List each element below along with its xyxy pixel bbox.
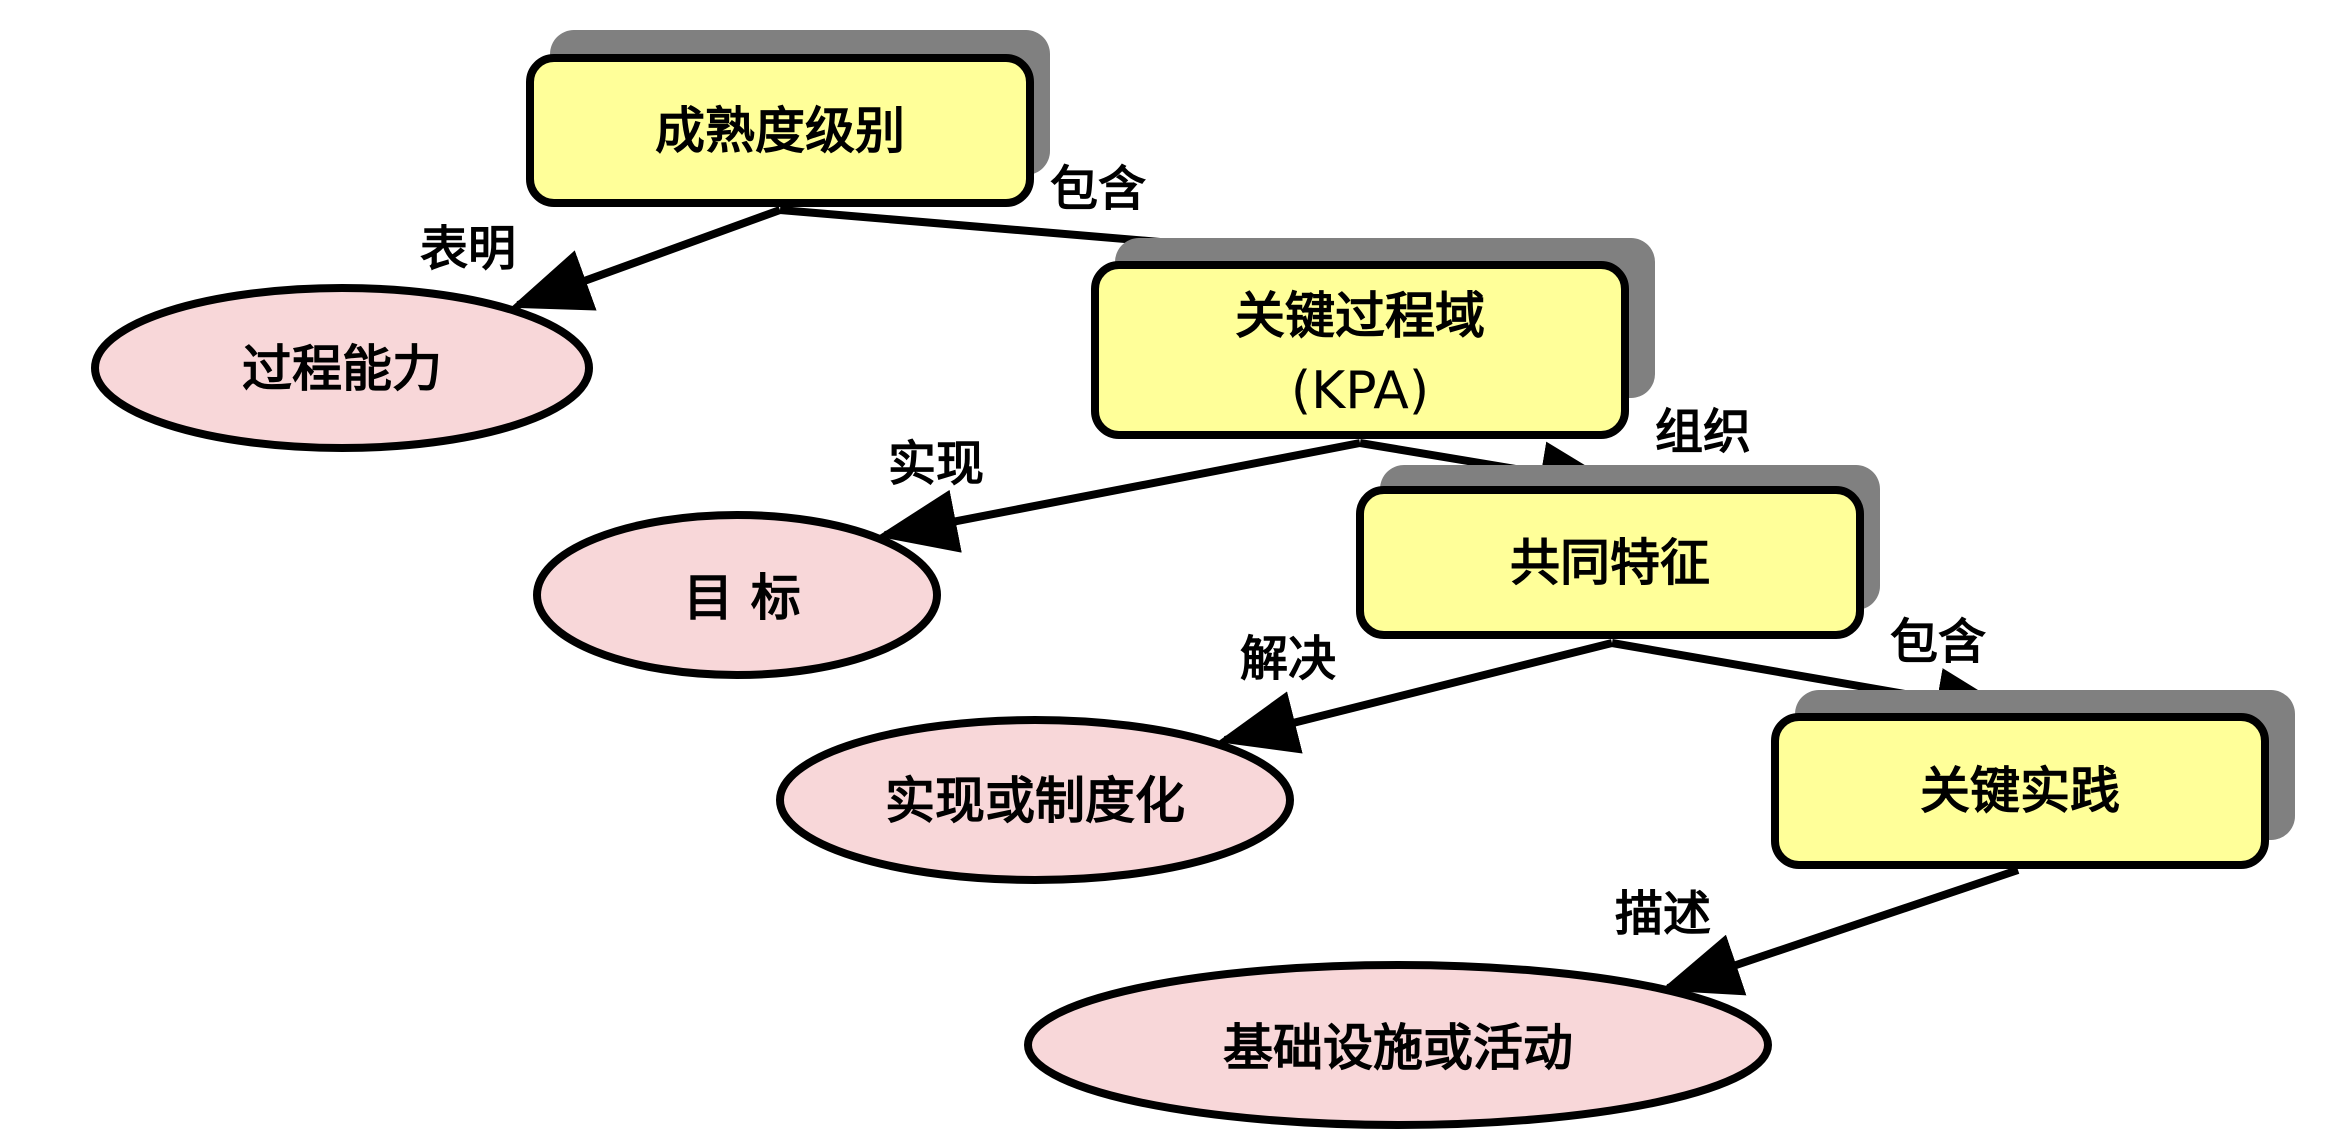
- node-ellipse: [91, 284, 593, 452]
- edge-label-resolves: 解决: [1240, 631, 1336, 687]
- node-maturity-level: 成熟度级别: [526, 30, 1050, 207]
- edge-label-indicates: 表明: [420, 221, 516, 277]
- arrow-practices-to-infrastructure: [1660, 866, 2020, 996]
- node-ellipse: [533, 511, 941, 679]
- node-label-line1: 关键过程域: [1235, 287, 1485, 345]
- node-label: 基础设施或活动: [1223, 1019, 1573, 1077]
- node-box: [1356, 486, 1864, 639]
- arrow-maturity-to-capability: [510, 206, 782, 311]
- connectors: [510, 206, 2020, 996]
- node-implementation: 实现或制度化: [776, 716, 1294, 884]
- node-goals: 目 标: [533, 511, 941, 679]
- node-key-practices: 关键实践: [1771, 690, 2295, 869]
- node-label-line2: (KPA): [1291, 361, 1429, 421]
- arrow-kpa-to-goals: [877, 439, 1361, 553]
- node-box: [1091, 261, 1629, 439]
- node-ellipse: [1024, 961, 1772, 1129]
- edge-labels: 包含 表明 实现 组织 解决 包含 描述: [420, 161, 1987, 942]
- node-ellipse: [776, 716, 1294, 884]
- edge-label-achieves: 实现: [888, 436, 984, 492]
- node-process-capability: 过程能力: [91, 284, 593, 452]
- arrow-features-to-implementation: [1217, 639, 1613, 754]
- line-maturity-to-kpa: [779, 206, 1161, 246]
- node-label: 关键实践: [1920, 762, 2120, 820]
- node-label: 过程能力: [242, 340, 442, 398]
- edge-label-organizes: 组织: [1655, 404, 1751, 460]
- node-key-process-area: 关键过程域 (KPA): [1091, 238, 1655, 439]
- node-label: 共同特征: [1510, 534, 1710, 592]
- edge-label-contains: 包含: [1890, 614, 1987, 670]
- node-label: 目 标: [683, 569, 800, 627]
- node-common-features: 共同特征: [1356, 465, 1880, 639]
- edge-label-describes: 描述: [1615, 886, 1711, 942]
- node-label: 实现或制度化: [885, 772, 1185, 830]
- node-box: [526, 54, 1034, 207]
- node-box: [1771, 713, 2269, 869]
- edge-label-contains: 包含: [1050, 161, 1147, 217]
- node-label: 成熟度级别: [655, 102, 905, 160]
- node-infrastructure: 基础设施或活动: [1024, 961, 1772, 1129]
